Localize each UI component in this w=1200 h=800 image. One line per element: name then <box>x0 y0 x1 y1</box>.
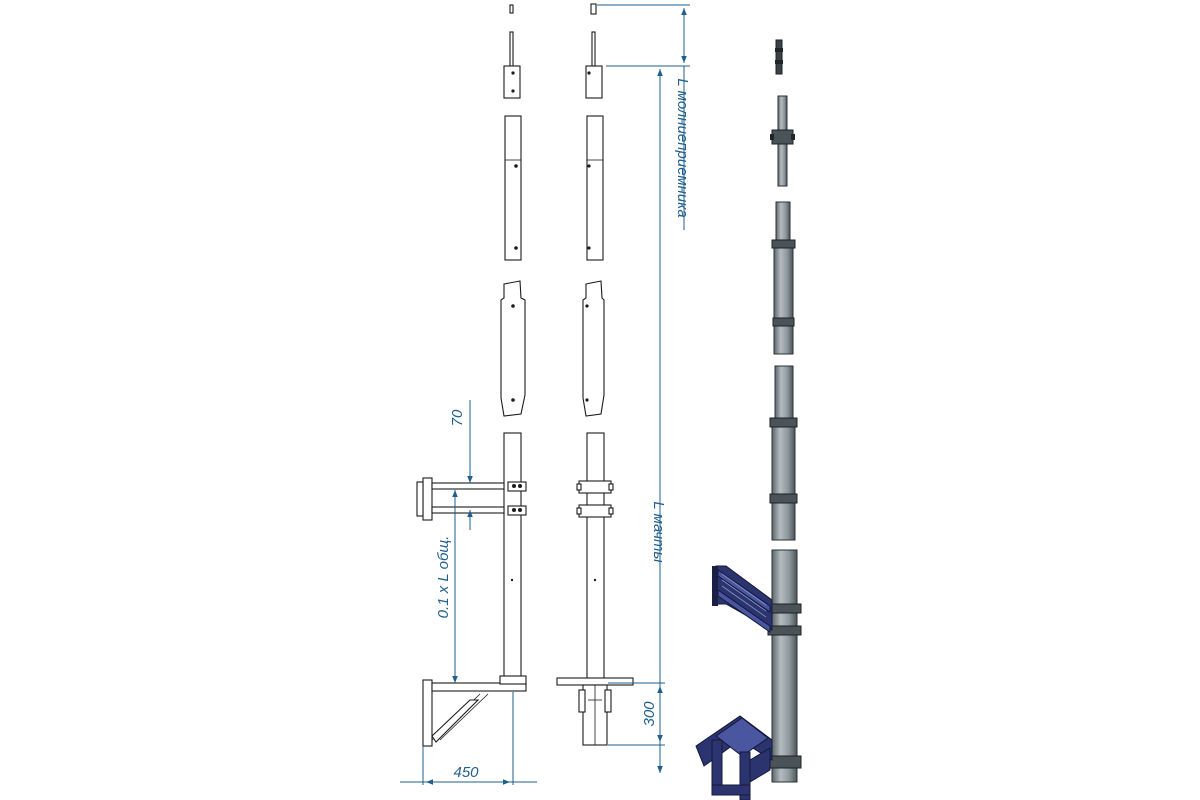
front-section-1 <box>586 115 604 261</box>
side-bottom-section <box>503 432 522 684</box>
front-clamp-2 <box>578 504 612 518</box>
dim-bracket-spacing-label: 0.1 x L общ. <box>435 536 452 619</box>
side-view <box>416 4 527 747</box>
side-rod-sleeve <box>503 65 521 99</box>
dim-foot-height-label: 300 <box>641 701 658 727</box>
side-section-1 <box>504 115 522 261</box>
front-rod <box>591 31 596 71</box>
front-tip <box>590 3 597 15</box>
dim-bracket-gap-label: 70 <box>449 409 466 426</box>
side-lower-wall-plate <box>422 679 433 747</box>
side-upper-wall-plate <box>422 477 433 521</box>
front-view <box>556 3 634 746</box>
iso-tip <box>775 39 783 75</box>
side-clamp-2 <box>507 505 527 516</box>
iso-rod-collar <box>771 129 794 145</box>
iso-section-2-top <box>774 365 794 423</box>
side-rod <box>509 31 514 71</box>
dim-upper-height-label: L молниеприемника <box>674 78 691 217</box>
front-foot-plate <box>556 677 634 686</box>
side-lower-platform <box>431 682 527 692</box>
dimension-lines: L молниеприемника L мачты 70 0.1 x L общ… <box>400 4 691 785</box>
side-clamp-1 <box>507 481 527 492</box>
isometric-view <box>695 39 802 800</box>
iso-section-1 <box>773 243 794 355</box>
side-section-2 <box>500 280 526 417</box>
front-bottom-section <box>586 432 605 684</box>
iso-bottom-section <box>771 549 798 783</box>
iso-section-1-top <box>775 201 791 245</box>
front-section-2 <box>582 280 605 417</box>
front-clamp-1 <box>578 480 612 494</box>
side-tip <box>509 4 514 14</box>
side-upper-arm-2 <box>431 506 505 514</box>
dim-bracket-length-label: 450 <box>453 764 479 781</box>
side-upper-arm-1 <box>431 482 505 490</box>
iso-section-2 <box>771 421 796 541</box>
dim-mast-height-label: L мачты <box>650 501 667 562</box>
front-rod-sleeve <box>585 65 603 99</box>
